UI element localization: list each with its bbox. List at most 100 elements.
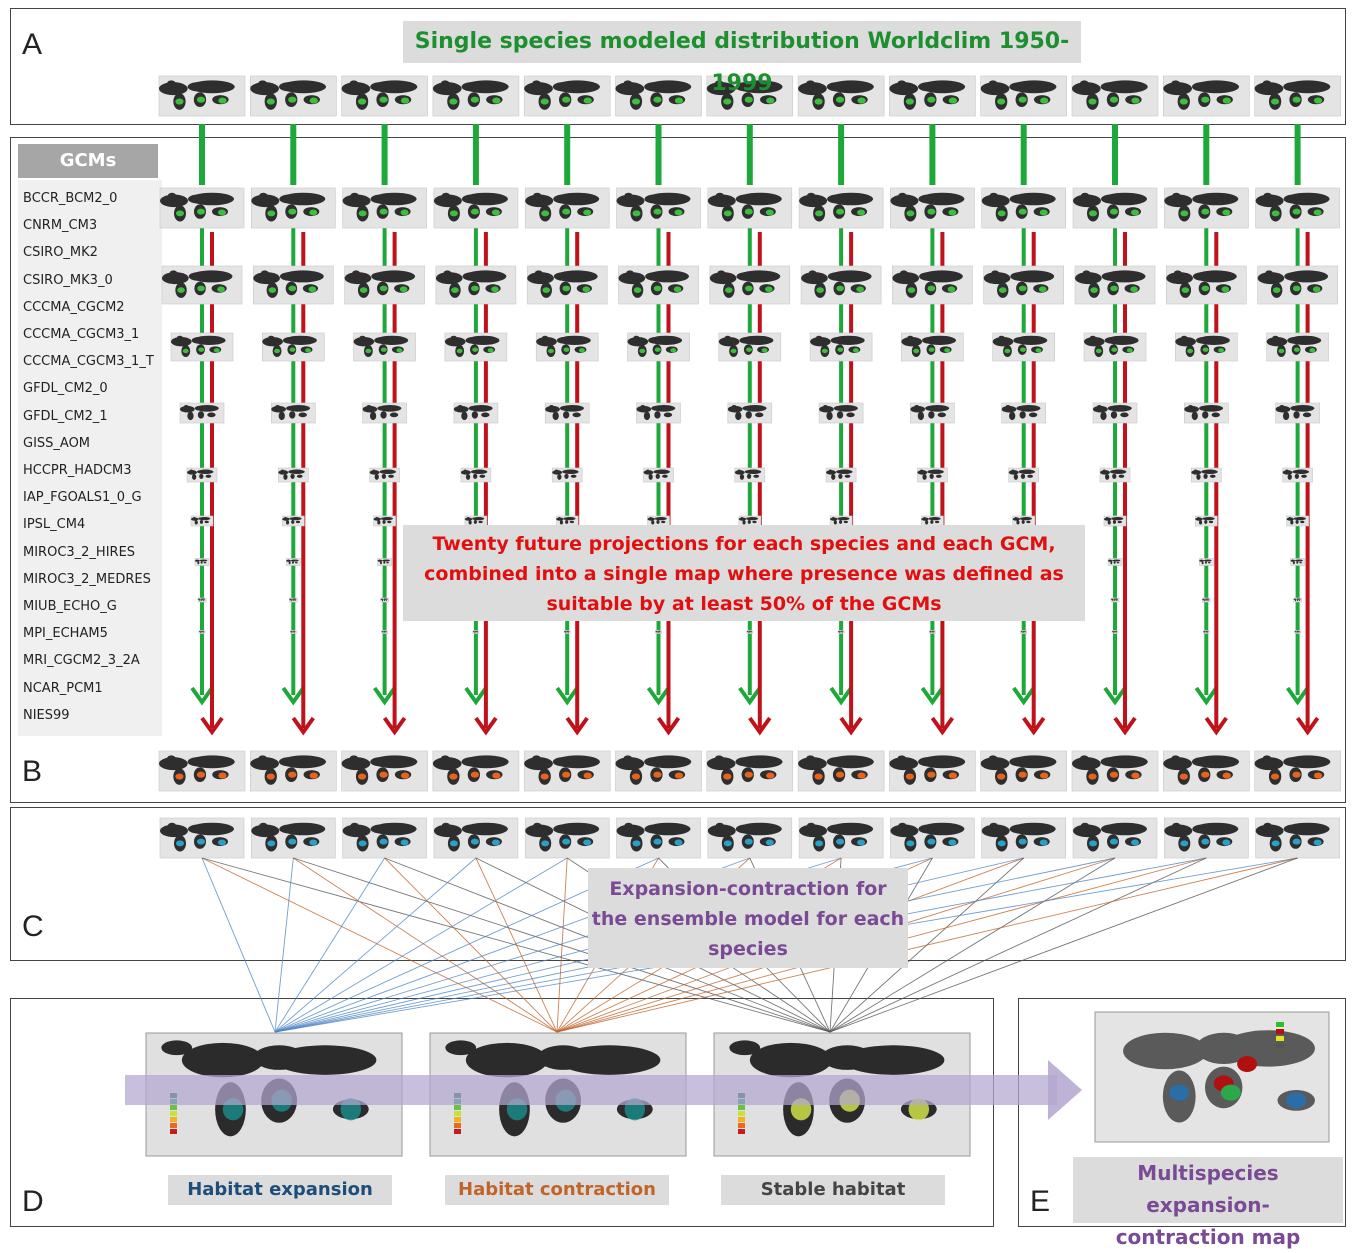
distribution-patch <box>197 286 205 292</box>
continent-shape <box>193 517 195 518</box>
continent-shape <box>464 193 508 206</box>
future-text-line-2: combined into a single map where presenc… <box>403 559 1085 589</box>
habitat-contraction-label: Habitat contraction <box>445 1175 669 1205</box>
distribution-patch <box>857 210 865 216</box>
continent-shape <box>370 412 376 420</box>
continent-shape <box>289 470 305 475</box>
ensemble-link-line <box>275 858 293 1032</box>
distribution-patch <box>632 98 640 104</box>
distribution-patch <box>1180 840 1188 846</box>
gcm-projection-map <box>525 188 609 228</box>
distribution-patch <box>358 98 366 104</box>
current-distribution-map <box>433 76 519 116</box>
distribution-patch <box>822 349 828 353</box>
current-distribution-map <box>342 76 428 116</box>
continent-shape <box>474 520 477 524</box>
continent-shape <box>563 470 579 475</box>
distribution-patch <box>746 347 752 351</box>
continent-shape <box>383 559 390 561</box>
multispecies-patch <box>1221 1085 1241 1101</box>
continent-shape <box>382 474 386 479</box>
continent-shape <box>1202 411 1208 419</box>
future-distribution-map <box>889 751 975 791</box>
continent-shape <box>291 520 294 524</box>
legend-swatch <box>170 1117 177 1122</box>
continent-shape <box>170 270 178 275</box>
gcm-projection-map <box>617 188 701 228</box>
distribution-patch <box>305 348 311 352</box>
distribution-patch <box>288 772 296 778</box>
distribution-patch <box>762 348 768 352</box>
continent-shape <box>829 193 873 206</box>
continent-shape <box>842 632 843 633</box>
continent-shape <box>464 270 506 282</box>
gcm-projection-map <box>1112 631 1118 634</box>
expansion-contraction-map <box>251 818 335 858</box>
distribution-patch <box>1039 286 1047 292</box>
distribution-patch <box>1223 98 1231 104</box>
continent-shape <box>926 405 949 412</box>
continent-shape <box>829 823 873 836</box>
distribution-patch <box>723 773 731 779</box>
continent-shape <box>532 755 540 761</box>
gcm-projection-map <box>644 468 674 482</box>
continent-shape <box>281 80 326 93</box>
gcm-projection-map <box>1202 598 1210 602</box>
continent-shape <box>1017 405 1040 412</box>
gcm-projection-map <box>198 598 206 602</box>
distribution-patch <box>853 348 859 352</box>
continent-shape <box>1114 631 1117 632</box>
distribution-patch <box>218 210 226 216</box>
expansion-contraction-map <box>434 818 518 858</box>
continent-shape <box>920 470 923 472</box>
continent-shape <box>473 474 477 479</box>
habitat-expansion-label: Habitat expansion <box>168 1175 392 1205</box>
gcm-projection-map <box>1295 631 1301 634</box>
continent-shape <box>281 823 325 836</box>
continent-shape <box>649 474 653 480</box>
continent-shape <box>1204 600 1205 602</box>
gcm-projection-map <box>527 266 607 304</box>
gcm-projection-map <box>461 468 491 482</box>
continent-shape <box>205 521 209 523</box>
expansion-contraction-map <box>343 818 427 858</box>
continent-shape <box>633 336 639 340</box>
continent-shape <box>557 474 561 480</box>
distribution-patch <box>633 840 641 846</box>
future-distribution-map <box>433 751 519 791</box>
continent-shape <box>1303 413 1311 418</box>
gcm-projection-map <box>278 468 308 482</box>
distribution-patch <box>906 840 914 846</box>
continent-shape <box>479 475 485 478</box>
continent-shape <box>279 412 285 420</box>
continent-shape <box>738 755 783 768</box>
continent-shape <box>1293 562 1295 565</box>
distribution-patch <box>309 286 317 292</box>
future-distribution-map <box>616 751 702 791</box>
future-distribution-map <box>707 751 793 791</box>
continent-shape <box>928 470 944 475</box>
continent-shape <box>1171 755 1179 761</box>
continent-shape <box>195 520 198 524</box>
continent-shape <box>390 413 398 418</box>
ensemble-link-line <box>385 858 557 1032</box>
distribution-patch <box>670 348 676 352</box>
continent-shape <box>472 470 488 475</box>
continent-shape <box>291 632 292 633</box>
gcm-projection-map <box>1267 333 1329 361</box>
continent-shape <box>838 517 850 520</box>
distribution-patch <box>675 98 683 104</box>
gcm-projection-map <box>1104 516 1126 526</box>
continent-shape <box>451 336 457 340</box>
continent-shape <box>1123 1033 1207 1069</box>
gcm-projection-map <box>374 516 396 526</box>
future-distribution-map <box>1255 751 1341 791</box>
continent-shape <box>1296 520 1299 524</box>
continent-shape <box>929 517 941 520</box>
current-distribution-map <box>981 76 1067 116</box>
future-projections-box: Twenty future projections for each speci… <box>403 525 1085 621</box>
continent-shape <box>380 411 386 419</box>
gcm-projection-map <box>1195 516 1217 526</box>
current-distribution-map <box>1072 76 1158 116</box>
distribution-patch <box>267 840 275 846</box>
